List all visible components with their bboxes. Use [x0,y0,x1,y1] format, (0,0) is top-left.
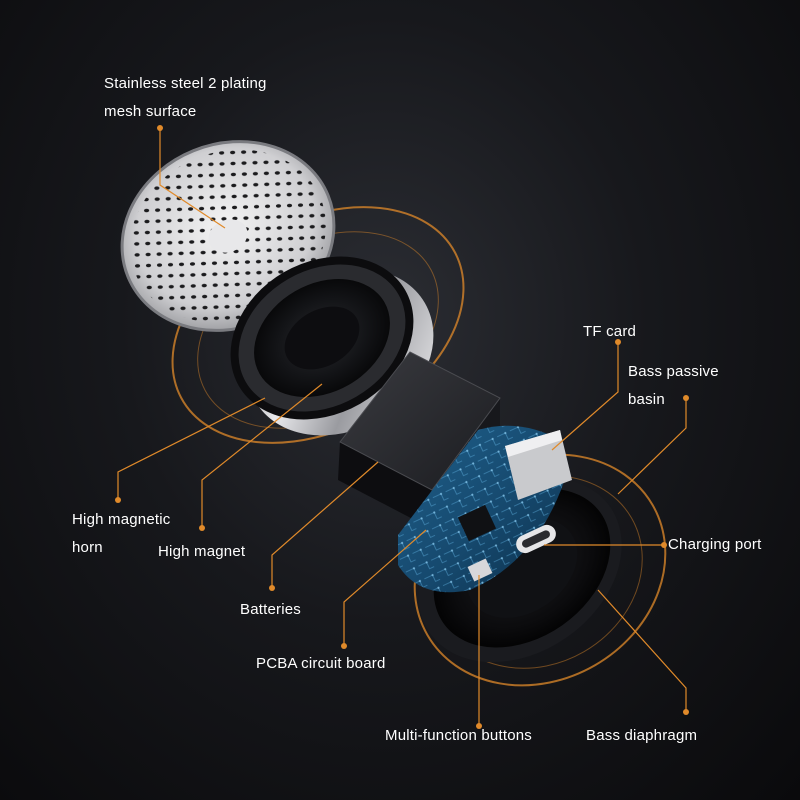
leader-line-magnet [201,383,323,528]
label-mesh-surface-line1: Stainless steel 2 plating [104,75,267,92]
label-multi-function-buttons: Multi-function buttons [385,727,532,744]
endpoint-dot-horn [115,497,121,503]
label-bass-diaphragm: Bass diaphragm [586,727,698,744]
label-mesh-surface-line2: mesh surface [104,103,197,120]
label-mesh-surface: Stainless steel 2 plating mesh surface [104,70,267,126]
leader-line-horn [117,397,266,500]
label-high-magnetic-horn-line2: horn [72,539,103,556]
label-charging-port: Charging port [668,536,762,553]
endpoint-dot-tf-card [615,339,621,345]
endpoint-dot-buttons [476,723,482,729]
label-bass-passive-basin-line2: basin [628,391,665,408]
label-bass-passive-basin: Bass passive basin [628,358,719,414]
leader-line-batteries [271,461,379,588]
leader-endpoints [115,125,689,729]
label-high-magnetic-horn-line1: High magnetic [72,511,171,528]
endpoint-dot-mesh [157,125,163,131]
leader-line-pcba [343,529,427,646]
label-tf-card: TF card [583,323,637,340]
endpoint-dot-diaphragm [683,709,689,715]
label-bass-passive-basin-line1: Bass passive [628,363,719,380]
leader-line-diaphragm [597,589,687,712]
label-high-magnet: High magnet [158,543,246,560]
charging-port-graphic [516,524,556,554]
endpoint-dot-pcba [341,643,347,649]
label-batteries: Batteries [240,601,301,618]
leader-line-tf-card [551,342,619,451]
endpoint-dot-charging [661,542,667,548]
leader-line-mesh [159,128,226,229]
endpoint-dot-batteries [269,585,275,591]
endpoint-dot-bass-basin [683,395,689,401]
label-high-magnetic-horn: High magnetic horn [72,506,170,562]
leader-lines [117,128,687,726]
leader-line-bass-basin [617,398,687,495]
endpoint-dot-magnet [199,525,205,531]
label-pcba-circuit-board: PCBA circuit board [256,655,386,672]
